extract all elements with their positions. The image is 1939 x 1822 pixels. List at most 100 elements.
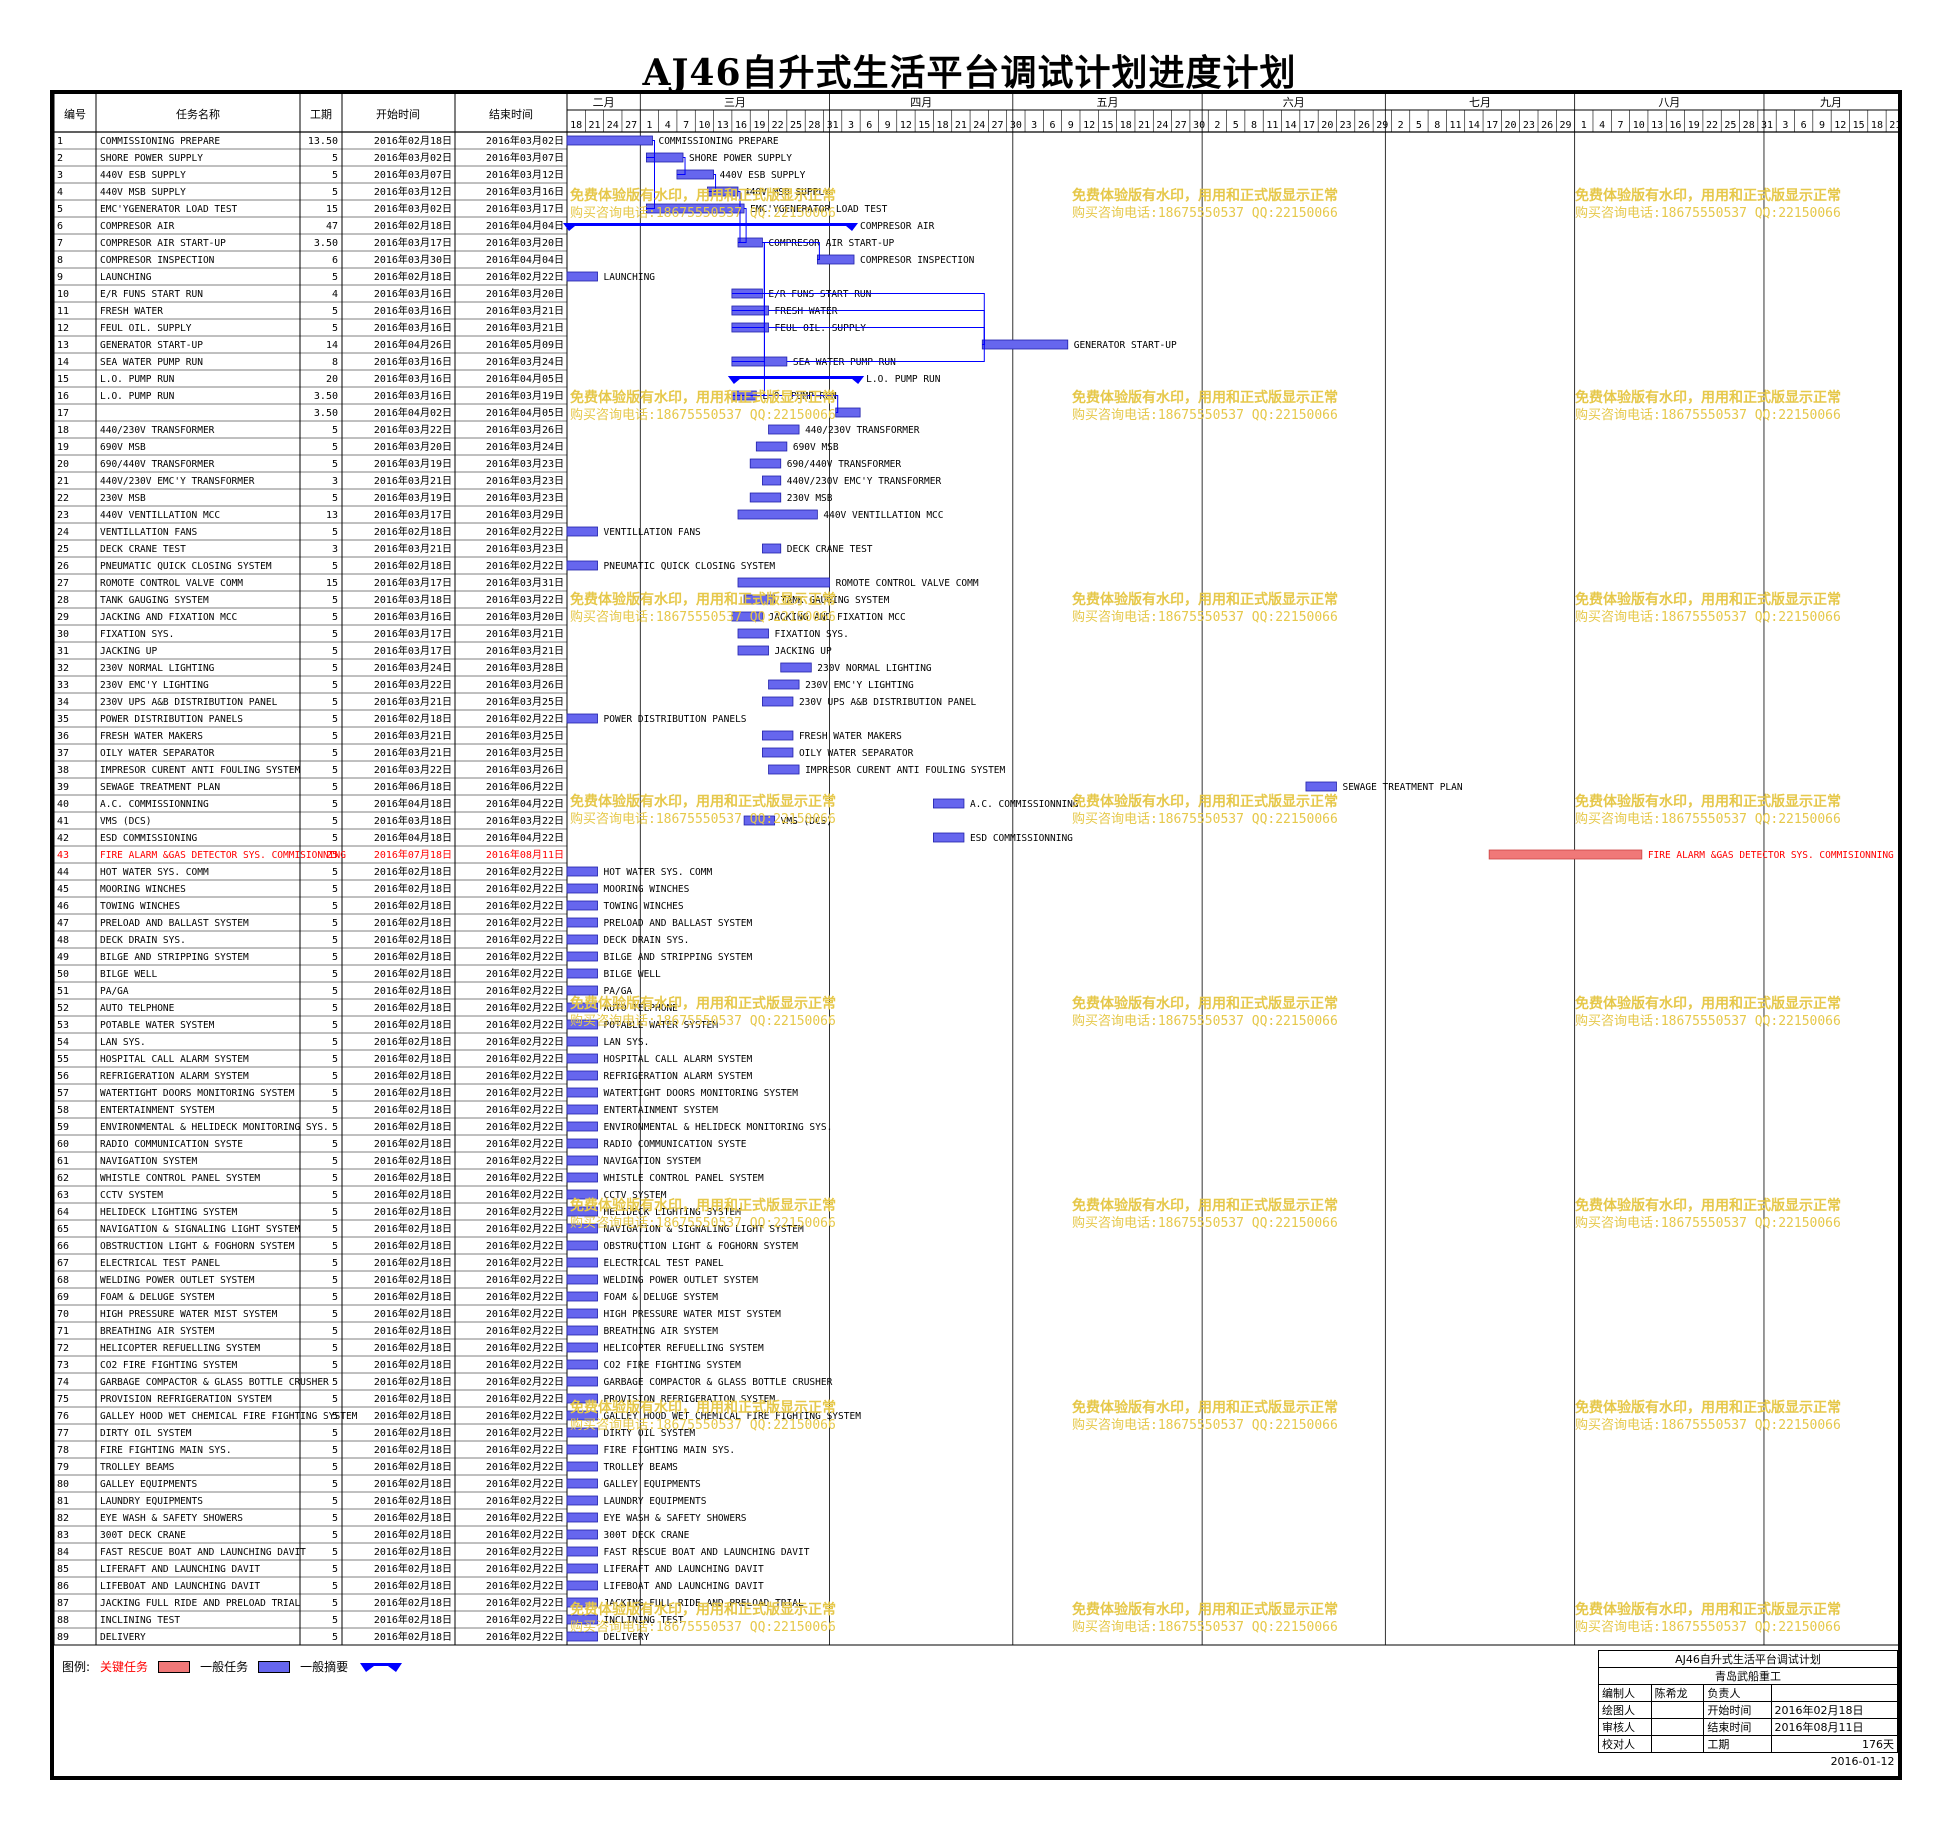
task-end: 2016年02月22日	[486, 559, 564, 572]
column-header-name: 任务名称	[176, 107, 220, 121]
task-id: 81	[57, 1496, 69, 1507]
bar-label: LIFEBOAT AND LAUNCHING DAVIT	[604, 1581, 764, 1592]
column-header-end: 结束时间	[489, 108, 533, 121]
watermark-line1: 免费体验版有水印，用用和正式版显示正常	[570, 1197, 836, 1214]
day-label: 2	[1398, 120, 1404, 131]
bar-label: ENVIRONMENTAL & HELIDECK MONITORING SYS.	[604, 1122, 833, 1133]
task-end: 2016年02月22日	[486, 1018, 564, 1031]
task-bar	[737, 509, 818, 520]
bar-label: HOT WATER SYS. COMM	[604, 867, 713, 878]
task-duration: 5	[332, 1615, 338, 1626]
task-bar	[768, 764, 800, 775]
task-duration: 5	[332, 799, 338, 810]
task-id: 37	[57, 748, 69, 759]
column-header-id: 编号	[64, 107, 86, 121]
task-end: 2016年02月22日	[486, 1307, 564, 1320]
day-label: 10	[698, 120, 710, 131]
task-duration: 5	[332, 1224, 338, 1235]
bar-label: FEUL OIL. SUPPLY	[775, 323, 867, 334]
bar-label: VENTILLATION FANS	[604, 527, 702, 538]
task-name: 440V VENTILLATION MCC	[100, 510, 220, 521]
task-start: 2016年02月18日	[374, 1137, 452, 1150]
task-duration: 5	[332, 1343, 338, 1354]
dependency-link	[786, 344, 985, 362]
task-name: PROVISION REFRIGERATION SYSTEM	[100, 1394, 272, 1405]
task-start: 2016年02月18日	[374, 1375, 452, 1388]
task-bar	[743, 815, 776, 826]
day-label: 29	[1376, 120, 1388, 131]
task-bar	[566, 900, 598, 911]
watermark-line1: 免费体验版有水印，用用和正式版显示正常	[1072, 1601, 1338, 1618]
day-label: 16	[1669, 120, 1681, 131]
task-end: 2016年02月22日	[486, 1290, 564, 1303]
task-start: 2016年02月18日	[374, 1358, 452, 1371]
task-duration: 5	[332, 1037, 338, 1048]
task-id: 49	[57, 952, 69, 963]
task-start: 2016年03月22日	[374, 678, 452, 691]
watermark-line2: 购买咨询电话:18675550537 QQ:22150066	[570, 407, 836, 423]
watermark-line2: 购买咨询电话:18675550537 QQ:22150066	[1575, 407, 1841, 423]
task-start: 2016年02月18日	[374, 1154, 452, 1167]
bar-label: JACKING UP	[775, 646, 832, 657]
task-bar	[566, 1529, 598, 1540]
task-end: 2016年02月22日	[486, 1222, 564, 1235]
task-id: 46	[57, 901, 69, 912]
bar-label: FOAM & DELUGE SYSTEM	[604, 1292, 719, 1303]
task-bar	[566, 1376, 598, 1387]
task-start: 2016年03月21日	[374, 695, 452, 708]
task-bar	[566, 1036, 598, 1047]
day-label: 15	[1101, 120, 1113, 131]
month-label: 九月	[1820, 96, 1842, 109]
task-name: IMPRESOR CURENT ANTI FOULING SYSTEM	[100, 765, 300, 776]
bar-label: 230V MSB	[787, 493, 833, 504]
task-start: 2016年02月18日	[374, 1273, 452, 1286]
summary-bar	[563, 223, 859, 231]
task-end: 2016年02月22日	[486, 1358, 564, 1371]
task-id: 63	[57, 1190, 69, 1201]
watermark-line1: 免费体验版有水印，用用和正式版显示正常	[1575, 1197, 1841, 1214]
task-end: 2016年02月22日	[486, 1052, 564, 1065]
task-id: 86	[57, 1581, 69, 1592]
task-duration: 5	[332, 1564, 338, 1575]
task-end: 2016年03月25日	[486, 729, 564, 742]
task-end: 2016年03月24日	[486, 355, 564, 368]
task-start: 2016年03月21日	[374, 474, 452, 487]
task-duration: 5	[332, 1105, 338, 1116]
task-start: 2016年03月22日	[374, 763, 452, 776]
task-name: VMS (DCS)	[100, 816, 151, 827]
task-bar	[566, 271, 598, 282]
task-name: JACKING FULL RIDE AND PRELOAD TRIAL	[100, 1598, 300, 1609]
bar-label: GENERATOR START-UP	[1074, 340, 1177, 351]
task-start: 2016年03月07日	[374, 168, 452, 181]
task-name: LAUNCHING	[100, 272, 152, 283]
task-duration: 15	[326, 204, 338, 215]
task-id: 56	[57, 1071, 69, 1082]
task-id: 69	[57, 1292, 69, 1303]
task-end: 2016年02月22日	[486, 1137, 564, 1150]
legend-summary-label: 一般摘要	[300, 1660, 349, 1674]
task-bar	[566, 866, 598, 877]
bar-label: WHISTLE CONTROL PANEL SYSTEM	[604, 1173, 764, 1184]
task-name: FAST RESCUE BOAT AND LAUNCHING DAVIT	[100, 1547, 306, 1558]
task-duration: 5	[332, 884, 338, 895]
task-duration: 4	[332, 289, 338, 300]
task-start: 2016年03月16日	[374, 304, 452, 317]
task-bar	[566, 1546, 598, 1557]
task-start: 2016年03月24日	[374, 661, 452, 674]
bar-label: EMC'YGENERATOR LOAD TEST	[750, 204, 888, 215]
task-id: 77	[57, 1428, 69, 1439]
watermark-line1: 免费体验版有水印，用用和正式版显示正常	[570, 793, 836, 810]
task-name: INCLINING TEST	[100, 1615, 180, 1626]
day-label: 3	[1782, 120, 1788, 131]
info-reviewer-label: 审核人	[1598, 1718, 1652, 1736]
watermark-line1: 免费体验版有水印，用用和正式版显示正常	[1072, 1399, 1338, 1416]
month-label: 三月	[724, 96, 746, 109]
task-bar	[566, 560, 598, 571]
task-duration: 5	[332, 1377, 338, 1388]
bar-label: PROVISION REFRIGERATION SYSTEM	[604, 1394, 776, 1405]
bar-label: JACKING AND FIXATION MCC	[768, 612, 905, 623]
watermark-line1: 免费体验版有水印，用用和正式版显示正常	[570, 1399, 836, 1416]
task-bar	[737, 577, 831, 588]
task-duration: 3.50	[314, 391, 338, 402]
day-label: 21	[1889, 120, 1901, 131]
